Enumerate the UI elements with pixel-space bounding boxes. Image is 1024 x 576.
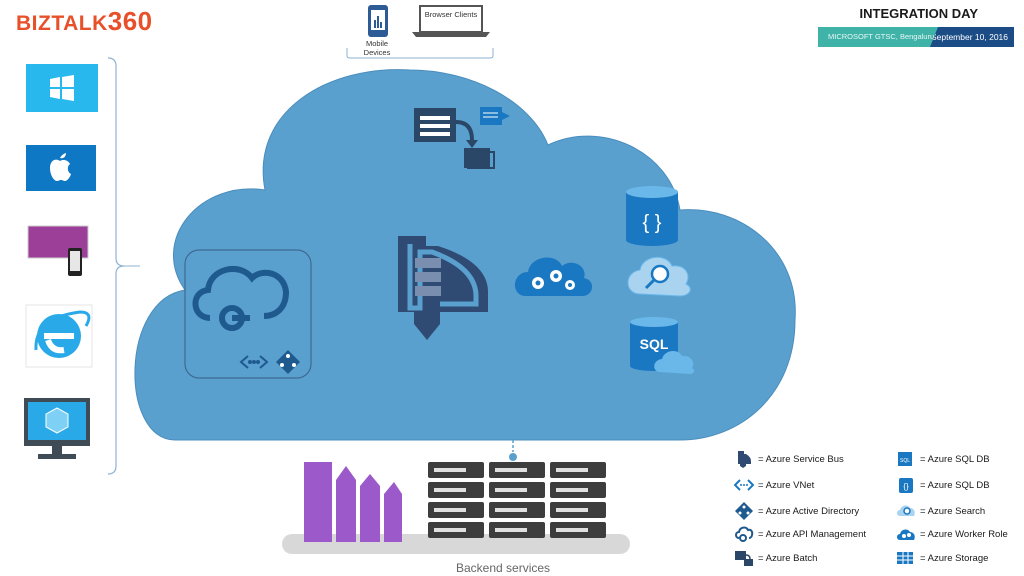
document-db-large-icon: { } <box>626 186 678 246</box>
legend-label: = Azure API Management <box>758 528 866 540</box>
svg-text:{ }: { } <box>643 212 662 234</box>
date-label: September 10, 2016 <box>930 27 1014 47</box>
legend-item: = Azure Active Directory <box>734 502 884 520</box>
windows-tile-icon <box>26 64 98 112</box>
internet-explorer-icon <box>25 304 93 368</box>
search-large-icon <box>627 256 691 297</box>
event-title: INTEGRATION DAY <box>859 6 978 21</box>
logo-text: BIZTALK <box>16 12 108 35</box>
active-directory-icon <box>734 502 754 520</box>
legend-item: = Azure Batch <box>734 549 884 567</box>
mobile-device-icon <box>368 5 388 37</box>
service-bus-large-icon <box>398 236 488 340</box>
legend-label: = Azure Search <box>920 505 986 517</box>
legend-label: = Azure Worker Role <box>920 528 1008 540</box>
sql-db-icon: SQL <box>896 450 916 468</box>
batch-large-icon <box>414 107 510 169</box>
vnet-icon <box>734 476 754 494</box>
legend-item: SQL = Azure SQL DB <box>896 450 1024 468</box>
active-directory-small-icon <box>276 350 300 374</box>
legend-label: = Azure SQL DB <box>920 453 990 465</box>
event-info-band: MICROSOFT GTSC, Bengaluru September 10, … <box>818 27 1014 47</box>
legend-label: = Azure VNet <box>758 479 815 491</box>
backend-services-label: Backend services <box>456 561 551 575</box>
server-racks-icon <box>428 462 606 538</box>
legend-item: = Azure Search <box>896 502 1024 520</box>
server-slot <box>434 528 466 532</box>
legend-label: = Azure Service Bus <box>758 453 844 465</box>
venue-label: MICROSOFT GTSC, Bengaluru <box>818 27 938 47</box>
legend-item: = Azure Storage <box>896 549 1024 567</box>
api-management-panel <box>184 249 312 379</box>
api-management-large-icon <box>192 266 290 331</box>
legend-item: = Azure Worker Role <box>896 525 1024 543</box>
mobile-devices-label: Mobile Devices <box>360 39 394 57</box>
biztalk360-logo: BIZTALK360 <box>16 6 153 37</box>
apple-tile-icon <box>26 145 96 191</box>
sql-text: SQL <box>640 336 669 352</box>
server-slot <box>495 468 527 472</box>
vnet-small-icon <box>239 355 269 369</box>
batch-icon <box>734 549 754 567</box>
svg-text:SQL: SQL <box>900 458 910 464</box>
buildings-icon <box>304 462 402 542</box>
legend-right-column: SQL = Azure SQL DB {} = Azure SQL DB = A… <box>896 450 1024 567</box>
server-slot <box>434 508 466 512</box>
server-slot <box>495 528 527 532</box>
worker-role-icon <box>896 525 916 543</box>
service-bus-icon <box>734 450 754 468</box>
legend-item: {} = Azure SQL DB <box>896 476 1024 494</box>
document-db-icon: {} <box>896 476 916 494</box>
worker-role-large-icon <box>514 257 593 296</box>
legend-left-column: = Azure Service Bus = Azure VNet = Azure… <box>734 450 884 567</box>
svg-text:{}: {} <box>903 482 909 491</box>
server-slot <box>556 468 588 472</box>
legend-label: = Azure SQL DB <box>920 479 990 491</box>
search-icon <box>896 502 916 520</box>
legend-label: = Azure Batch <box>758 552 818 564</box>
server-slot <box>495 488 527 492</box>
api-management-icon <box>734 525 754 543</box>
mobile-label-line1: Mobile <box>365 39 389 48</box>
server-slot <box>495 508 527 512</box>
laptop-icon <box>412 5 490 37</box>
legend-item: = Azure VNet <box>734 476 884 494</box>
browser-clients-label: Browser Clients <box>424 10 478 19</box>
server-slot <box>434 468 466 472</box>
sql-db-large-icon: SQL <box>630 317 695 374</box>
clients-bracket <box>346 48 494 59</box>
legend-item: = Azure API Management <box>734 525 884 543</box>
server-slot <box>556 488 588 492</box>
azure-monitor-icon <box>24 398 90 459</box>
server-slot <box>556 508 588 512</box>
backend-connector-dot <box>509 453 517 461</box>
devices-bracket <box>107 57 125 475</box>
legend-label: = Azure Active Directory <box>758 505 860 517</box>
mobile-label-line2: Devices <box>363 48 391 57</box>
legend-item: = Azure Service Bus <box>734 450 884 468</box>
storage-icon <box>896 549 916 567</box>
logo-number: 360 <box>107 6 153 36</box>
server-slot <box>556 528 588 532</box>
server-slot <box>434 488 466 492</box>
legend-label: = Azure Storage <box>920 552 989 564</box>
windows-phone-device-icon <box>27 225 89 276</box>
